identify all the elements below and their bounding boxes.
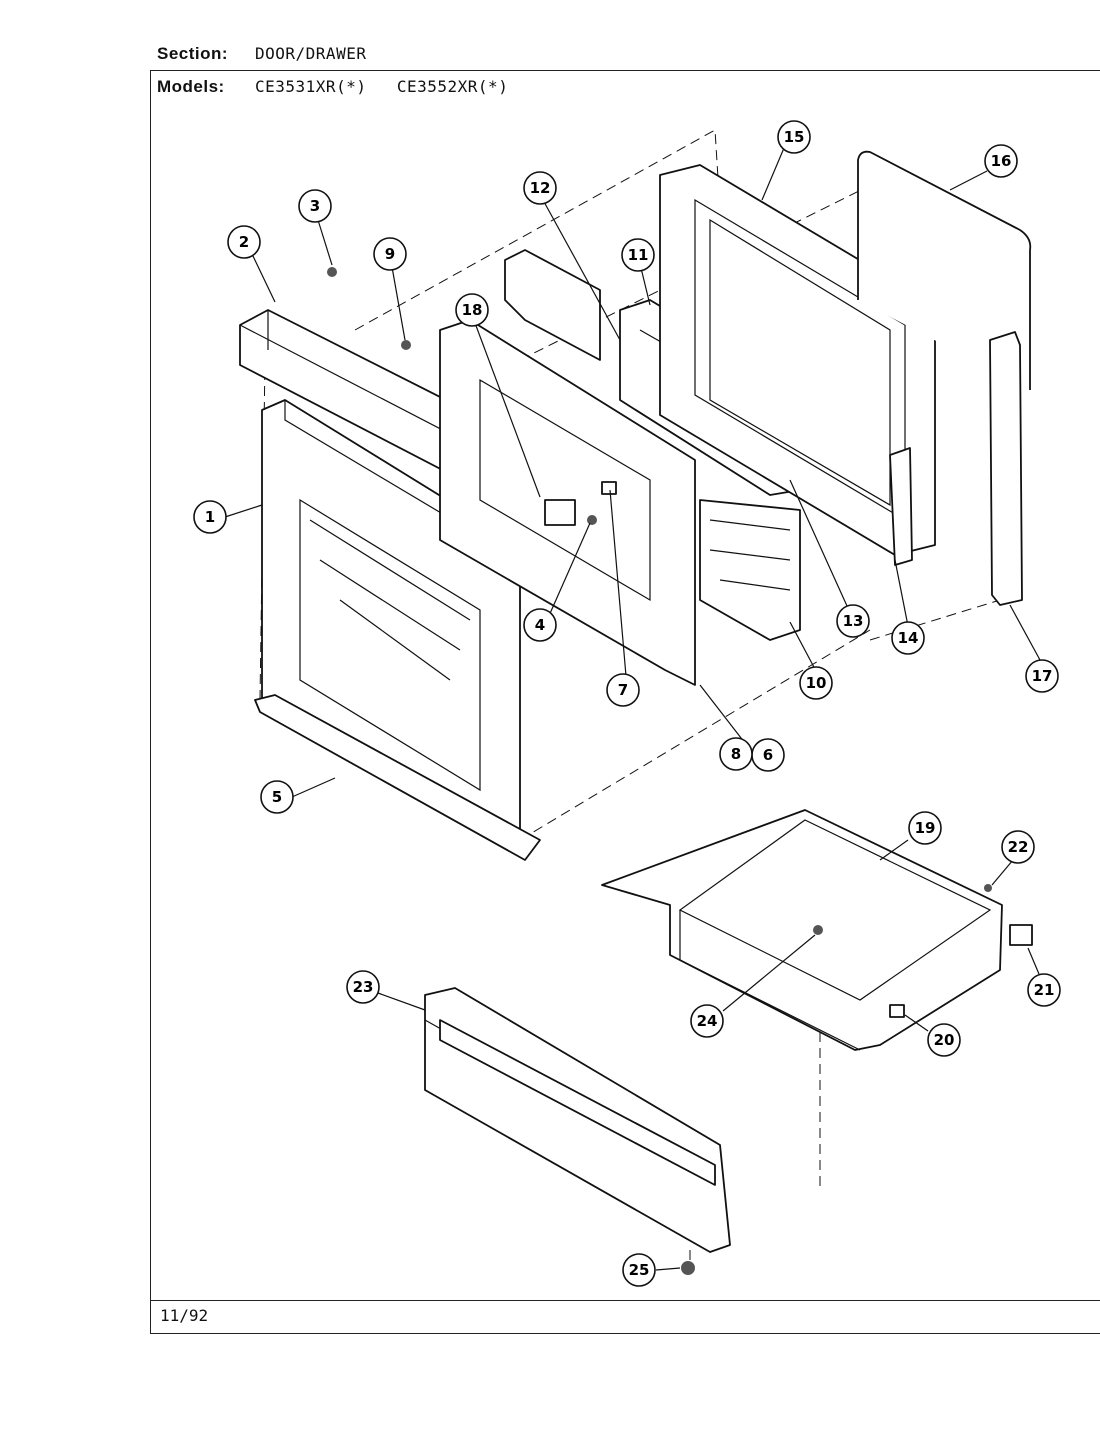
callout-15: 15 — [777, 120, 811, 154]
callout-number: 6 — [763, 746, 773, 764]
callout-number: 5 — [272, 788, 282, 806]
callout-4: 4 — [523, 608, 557, 642]
callout-number: 2 — [239, 233, 249, 251]
callout-number: 18 — [462, 301, 483, 319]
door-hinge — [889, 447, 913, 566]
callout-number: 19 — [915, 819, 936, 837]
callout-number: 13 — [843, 612, 864, 630]
callout-number: 22 — [1008, 838, 1029, 856]
callout-9: 9 — [373, 237, 407, 271]
callout-number: 20 — [934, 1031, 955, 1049]
callout-5: 5 — [260, 780, 294, 814]
callout-number: 24 — [697, 1012, 718, 1030]
callout-6: 6 — [751, 738, 785, 772]
callout-21: 21 — [1027, 973, 1061, 1007]
callout-number: 7 — [618, 681, 628, 699]
callout-13: 13 — [836, 604, 870, 638]
callout-number: 4 — [535, 616, 545, 634]
models-header: Models: CE3531XR(*) CE3552XR(*) — [157, 77, 508, 97]
callout-11: 11 — [621, 238, 655, 272]
footer-divider — [150, 1300, 1100, 1301]
callout-2: 2 — [227, 225, 261, 259]
callout-14: 14 — [891, 621, 925, 655]
callout-number: 21 — [1034, 981, 1055, 999]
callout-24: 24 — [690, 1004, 724, 1038]
callout-17: 17 — [1025, 659, 1059, 693]
callout-number: 14 — [898, 629, 919, 647]
door-bottom-trim — [254, 694, 541, 861]
callout-22: 22 — [1001, 830, 1035, 864]
callout-number: 15 — [784, 128, 805, 146]
small-hardware — [327, 267, 1033, 1275]
callout-3: 3 — [298, 189, 332, 223]
models-value: CE3531XR(*) CE3552XR(*) — [255, 77, 509, 96]
drawer-front — [424, 987, 731, 1253]
callout-1: 1 — [193, 500, 227, 534]
callout-8: 8 — [719, 737, 753, 771]
callout-number: 23 — [353, 978, 374, 996]
callout-10: 10 — [799, 666, 833, 700]
callout-18: 18 — [455, 293, 489, 327]
callout-number: 8 — [731, 745, 741, 763]
section-label: Section: — [157, 44, 229, 63]
callout-number: 1 — [205, 508, 215, 526]
section-header: Section: DOOR/DRAWER — [157, 44, 366, 64]
callout-7: 7 — [606, 673, 640, 707]
models-label: Models: — [157, 77, 225, 96]
door-gasket — [857, 150, 1032, 390]
callout-20: 20 — [927, 1023, 961, 1057]
callout-number: 17 — [1032, 667, 1053, 685]
drawer-pan — [601, 809, 1003, 1051]
callout-number: 3 — [310, 197, 320, 215]
revision-date: 11/92 — [160, 1306, 209, 1325]
section-value: DOOR/DRAWER — [255, 44, 367, 63]
callout-number: 12 — [530, 179, 551, 197]
diagram-frame — [150, 70, 1100, 1334]
callout-number: 25 — [629, 1261, 650, 1279]
callout-number: 11 — [628, 246, 649, 264]
callout-number: 9 — [385, 245, 395, 263]
callout-16: 16 — [984, 144, 1018, 178]
callout-number: 10 — [806, 674, 827, 692]
callout-number: 16 — [991, 152, 1012, 170]
callout-19: 19 — [908, 811, 942, 845]
door-insulation — [504, 249, 801, 641]
callout-23: 23 — [346, 970, 380, 1004]
callout-12: 12 — [523, 171, 557, 205]
door-side-trim — [989, 331, 1023, 606]
leader-lines — [224, 147, 1041, 1271]
callout-25: 25 — [622, 1253, 656, 1287]
